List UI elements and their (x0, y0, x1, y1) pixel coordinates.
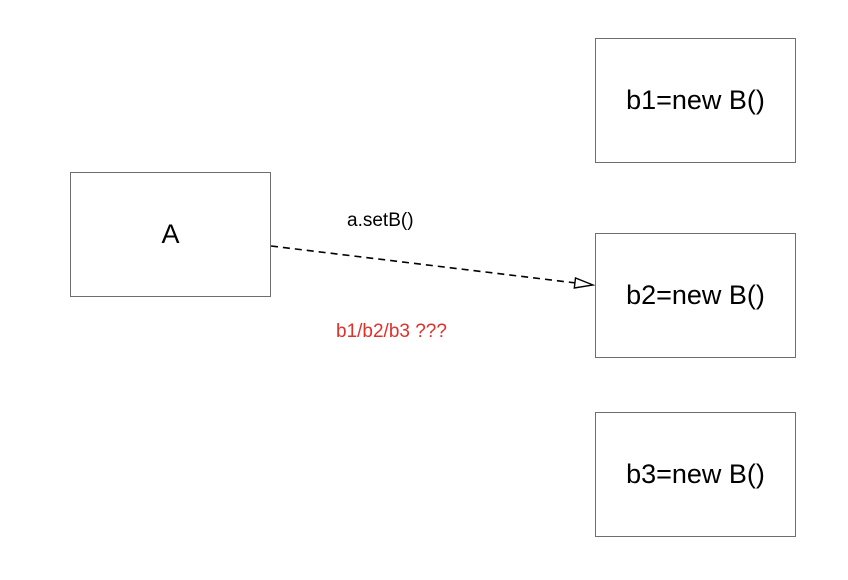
edge-label: a.setB() (347, 210, 414, 231)
node-b3-label: b3=new B() (626, 459, 765, 489)
edge-line-a-to-b2 (270, 245, 577, 284)
node-b2-label: b2=new B() (626, 280, 765, 310)
node-a-label: A (161, 219, 180, 249)
arrowhead-icon (573, 277, 596, 289)
node-b1-label: b1=new B() (626, 85, 765, 115)
node-a: A (70, 172, 271, 297)
node-b2: b2=new B() (595, 233, 796, 358)
node-b1: b1=new B() (595, 38, 796, 163)
node-b3: b3=new B() (595, 412, 796, 537)
question-annotation: b1/b2/b3 ??? (336, 321, 447, 342)
